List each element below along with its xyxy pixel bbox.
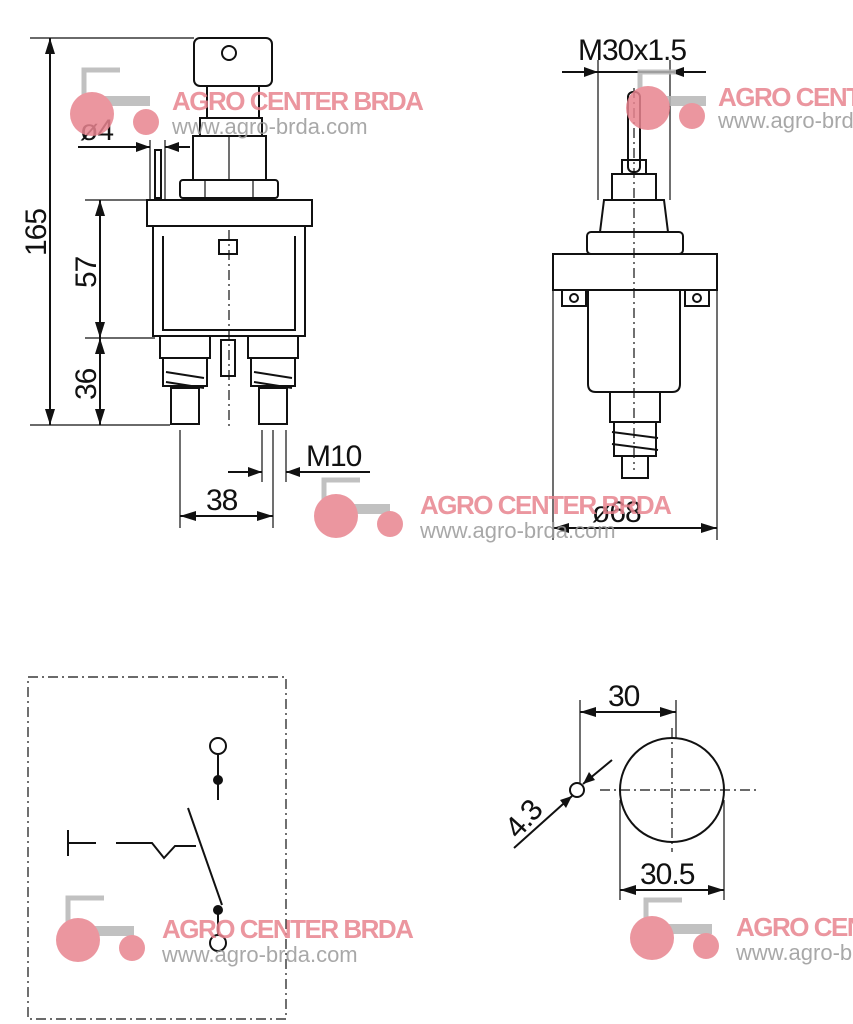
dim-terminal-thread: M10 bbox=[306, 440, 362, 473]
dim-height-total: 165 bbox=[20, 209, 53, 256]
dim-height-terminals: 36 bbox=[70, 368, 103, 400]
watermark-4: AGRO CENTER BRDA www.agro-brda.com bbox=[56, 895, 416, 967]
front-view: 165 57 36 ø4 38 M10 bbox=[20, 37, 370, 528]
watermark-3: AGRO CENTER BRDA www.agro-brda.com bbox=[314, 477, 674, 543]
tractor-logo bbox=[56, 895, 145, 962]
dim-terminal-spacing: 38 bbox=[206, 484, 238, 517]
watermark-name: AGRO CENTER BRDA bbox=[736, 912, 853, 942]
circuit-schematic bbox=[27, 676, 287, 1020]
dim-main-thread: M30x1.5 bbox=[578, 34, 686, 67]
tractor-logo bbox=[630, 897, 719, 960]
watermark-name: AGRO CENTER BRDA bbox=[718, 82, 853, 112]
dim-hole-diameter: 4.3 bbox=[499, 794, 550, 845]
dim-height-body: 57 bbox=[70, 256, 103, 288]
tractor-logo bbox=[626, 69, 706, 130]
panel-cutout: 30 30.5 4.3 bbox=[499, 680, 758, 900]
side-view: M30x1.5 ø68 bbox=[552, 34, 718, 540]
watermark-url: www.agro-brda.com bbox=[161, 942, 358, 967]
dim-flange-diameter: ø68 bbox=[592, 496, 641, 529]
watermark-url: www.agro-brda.com bbox=[717, 108, 853, 133]
watermark-2: AGRO CENTER BRDA www.agro-brda.com bbox=[626, 69, 853, 133]
dim-cutout-width: 30 bbox=[608, 680, 640, 713]
tractor-logo bbox=[314, 477, 403, 538]
tractor-logo bbox=[70, 67, 159, 136]
watermark-url: www.agro-brda.com bbox=[419, 518, 616, 543]
watermark-name: AGRO CENTER BRDA bbox=[420, 490, 672, 520]
watermark-5: AGRO CENTER BRDA www.agro-brda.com bbox=[630, 897, 853, 965]
watermark-1: AGRO CENTER BRDA www.agro-brda.com bbox=[70, 67, 426, 139]
watermark-url: www.agro-brda.com bbox=[171, 114, 368, 139]
watermark-name: AGRO CENTER BRDA bbox=[162, 914, 414, 944]
watermark-url: www.agro-brda.com bbox=[735, 940, 853, 965]
watermark-name: AGRO CENTER BRDA bbox=[172, 86, 424, 116]
dim-cutout-diameter: 30.5 bbox=[640, 858, 695, 891]
